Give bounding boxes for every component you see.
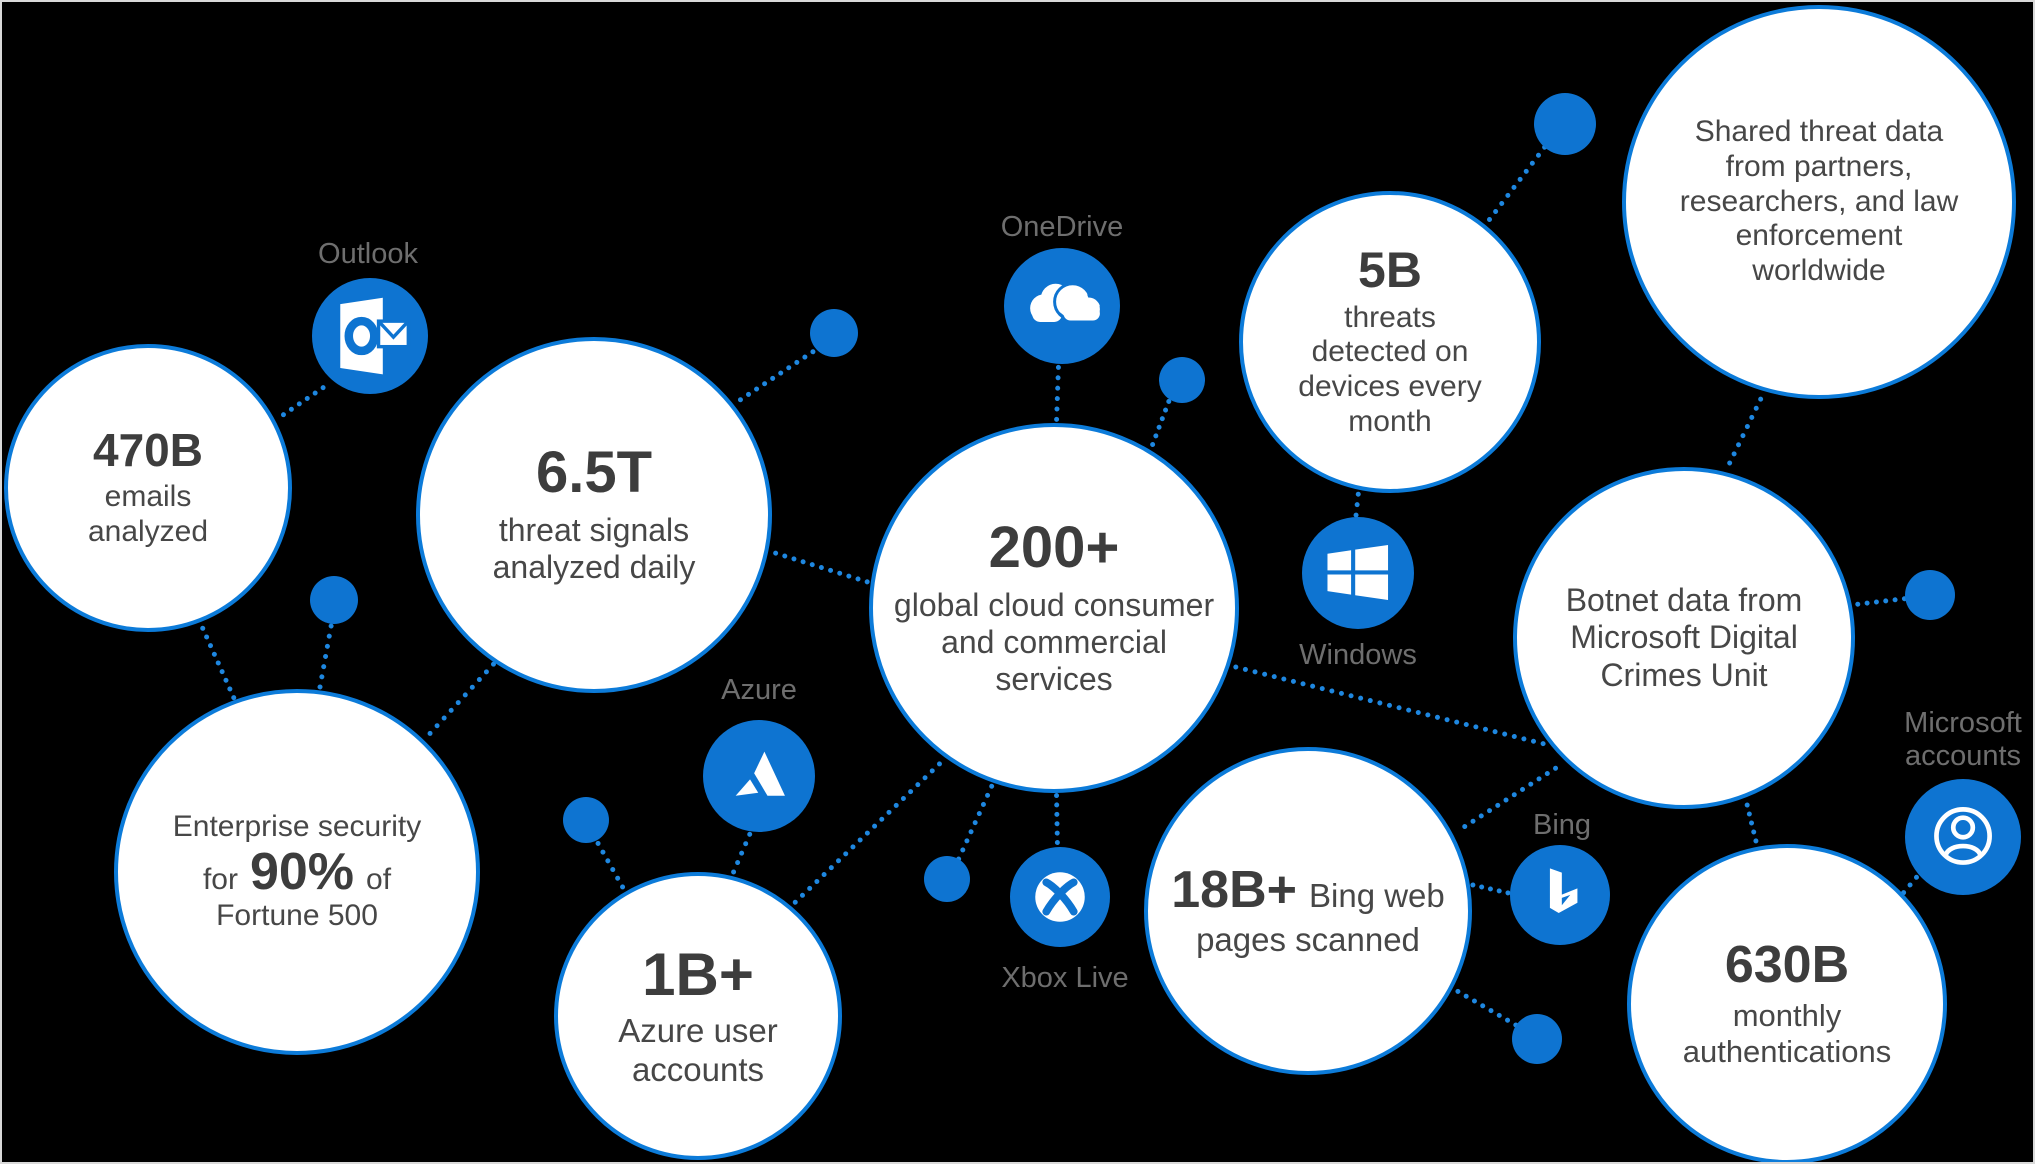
connector-line: [1469, 882, 1511, 896]
stat-desc-line: analyzed: [87, 515, 209, 549]
windows-icon-label: Windows: [1299, 639, 1417, 671]
stat-desc-line: worldwide: [1752, 254, 1886, 288]
connector-dot: [1159, 357, 1205, 403]
connector-line: [1149, 398, 1172, 448]
connector-line: [199, 625, 238, 701]
connector-dot: [310, 576, 358, 624]
microsoft-account-label-line: accounts: [1904, 740, 2022, 773]
connector-line: [594, 840, 626, 891]
windows-icon: [1302, 517, 1414, 629]
connector-line: [1054, 364, 1061, 422]
outlook-icon-label: Outlook: [318, 238, 418, 270]
stat-value: 90%: [249, 842, 355, 901]
connector-line: [1353, 491, 1361, 518]
connector-line: [1054, 793, 1060, 846]
stat-value: 5B: [1358, 242, 1422, 299]
stat-desc-line: Enterprise security: [172, 809, 422, 843]
stat-desc-line: and commercial: [941, 623, 1167, 660]
stat-value: 200+: [988, 514, 1120, 580]
connector-line: [1744, 802, 1759, 844]
xbox-icon: [1010, 847, 1110, 947]
stat-desc-line: for 90% of: [203, 845, 391, 900]
stat-bubble-botnet-data: Botnet data from Microsoft Digital Crime…: [1513, 467, 1855, 809]
connector-line: [1454, 988, 1520, 1029]
connector-dot: [1905, 570, 1955, 620]
stat-bubble-shared-threat-data: Shared threat data from partners, resear…: [1622, 5, 2016, 399]
onedrive-icon: [1004, 248, 1120, 364]
connector-line: [1486, 143, 1549, 224]
connector-line: [955, 782, 995, 863]
onedrive-icon-label: OneDrive: [1000, 211, 1124, 243]
stat-desc-line: detected on: [1311, 335, 1469, 369]
stat-desc-line: Microsoft Digital: [1570, 619, 1798, 656]
connector-line: [1855, 595, 1908, 607]
stat-desc-line: devices every: [1298, 370, 1482, 404]
stat-desc-line: threat signals: [498, 512, 690, 549]
stat-value: 18B+: [1171, 860, 1297, 919]
stat-desc-word: for: [202, 862, 238, 896]
connector-line: [730, 831, 753, 876]
stat-desc-line: threats: [1344, 300, 1436, 334]
connector-dot: [1534, 93, 1596, 155]
connector-line: [1232, 664, 1547, 747]
stat-bubble-emails-analyzed: 470B emails analyzed: [4, 344, 292, 632]
connector-line: [1726, 395, 1764, 467]
stat-desc-line: researchers, and law: [1679, 184, 1959, 218]
stat-bubble-authentications: 630B monthly authentications: [1627, 844, 1947, 1162]
stat-desc-line: Shared threat data: [1694, 115, 1944, 148]
microsoft-account-icon: [1905, 779, 2021, 895]
stat-bubble-threat-signals: 6.5T threat signals analyzed daily: [416, 337, 772, 693]
stat-desc-line: analyzed daily: [492, 549, 696, 586]
bing-icon-label: Bing: [1532, 809, 1592, 841]
connector-dot: [924, 856, 970, 902]
stat-bubble-enterprise-security: Enterprise security for 90% of Fortune 5…: [114, 689, 480, 1055]
stat-desc-line: enforcement: [1735, 219, 1903, 253]
connector-line: [317, 623, 334, 690]
stat-desc-line: monthly: [1732, 998, 1842, 1034]
xbox-icon-label: Xbox Live: [1001, 962, 1129, 994]
azure-icon-label: Azure: [721, 674, 797, 706]
stat-desc-line: from partners,: [1725, 149, 1913, 183]
stat-desc-line: Crimes Unit: [1600, 656, 1768, 693]
stat-desc-line: emails: [104, 480, 192, 514]
stat-value: 6.5T: [535, 440, 653, 506]
stat-bubble-azure-accounts: 1B+ Azure user accounts: [554, 872, 842, 1160]
connector-line: [280, 384, 327, 419]
stat-desc-line: global cloud consumer: [893, 586, 1215, 623]
stat-desc-line: month: [1348, 405, 1432, 439]
stat-desc-word: Bing web: [1309, 876, 1445, 914]
stat-desc-line: Fortune 500: [216, 899, 378, 933]
stat-desc-line: authentications: [1682, 1034, 1892, 1070]
connector-line: [772, 550, 871, 585]
stat-desc-line: pages scanned: [1196, 921, 1420, 959]
stat-bubble-cloud-services: 200+ global cloud consumer and commercia…: [869, 423, 1239, 793]
stat-value: 470B: [93, 424, 203, 477]
connector-line: [426, 660, 497, 737]
stat-desc-line: Azure user: [618, 1012, 778, 1050]
connector-line: [737, 348, 817, 404]
azure-icon: [703, 720, 815, 832]
stat-desc-line: 18B+ Bing web: [1171, 860, 1445, 919]
bing-icon: [1510, 845, 1610, 945]
connector-dot: [1512, 1014, 1562, 1064]
stat-desc-word: of: [366, 862, 392, 896]
connector-dot: [810, 309, 858, 357]
stat-desc-line: services: [995, 661, 1113, 697]
stat-bubble-threats-detected: 5B threats detected on devices every mon…: [1239, 191, 1541, 493]
connector-dot: [563, 797, 609, 843]
microsoft-account-label-line: Microsoft: [1904, 707, 2022, 739]
stat-desc-line: Botnet data from: [1565, 582, 1803, 619]
stat-bubble-bing-pages: 18B+ Bing web pages scanned: [1144, 747, 1472, 1075]
outlook-icon: [312, 278, 428, 394]
stat-desc-line: accounts: [631, 1050, 765, 1088]
stat-value: 1B+: [642, 941, 754, 1009]
microsoft-account-icon-label: Microsoft accounts: [1904, 707, 2022, 774]
stat-value: 630B: [1724, 935, 1850, 994]
